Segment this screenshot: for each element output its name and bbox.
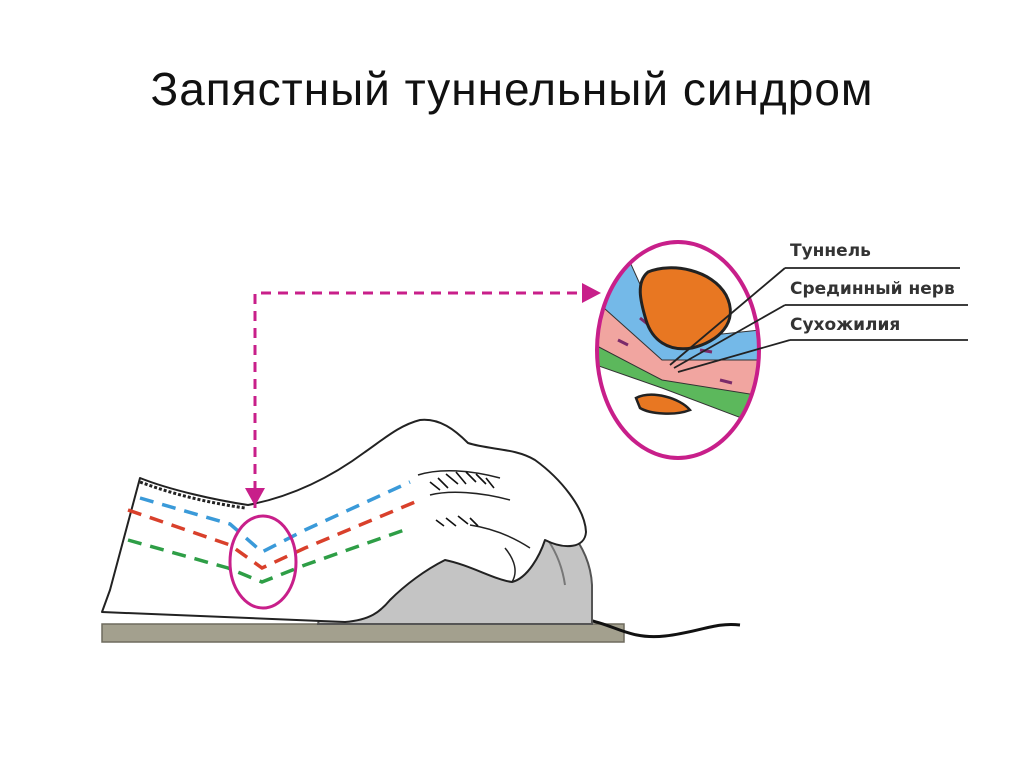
arrowhead-right-icon [582,283,601,303]
label-tendons: Сухожилия [790,315,900,335]
label-median-nerve: Срединный нерв [790,279,955,299]
cross-section-magnifier [590,235,770,465]
mouse-pad [102,624,624,642]
label-tunnel: Туннель [790,241,871,261]
